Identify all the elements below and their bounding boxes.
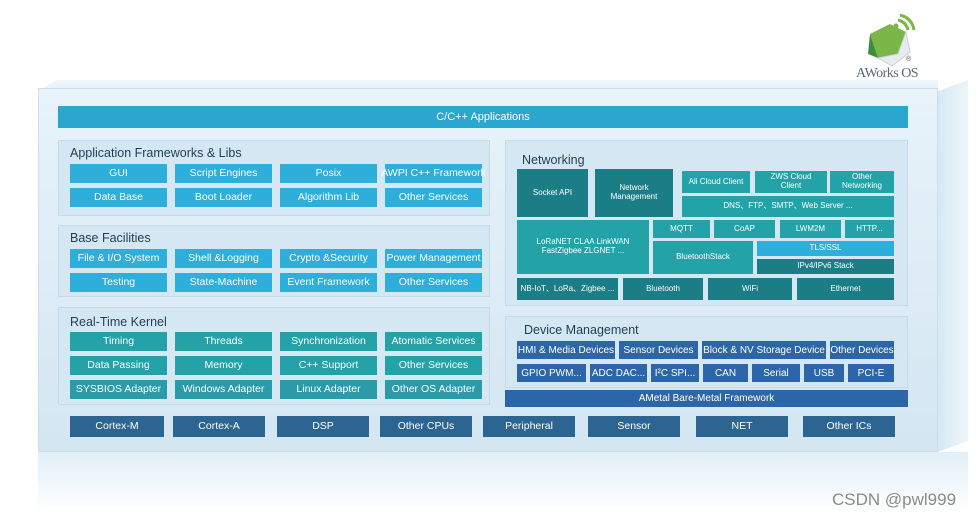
tls-ssl-cell: TLS/SSL: [757, 241, 894, 256]
bluetooth-cell: Bluetooth: [623, 278, 703, 300]
ethernet-cell: Ethernet: [797, 278, 894, 300]
registered-mark: ®: [906, 56, 912, 63]
kernel-cell: Timing: [70, 332, 167, 351]
bluetooth-stack-cell: BluetoothStack: [653, 241, 753, 274]
socket-api-cell: Socket API: [517, 169, 588, 217]
frameworks-title: Application Frameworks & Libs: [70, 146, 242, 160]
http-cell: HTTP...: [845, 220, 894, 238]
base-cell: Shell &Logging: [175, 249, 272, 268]
base-cell: State-Machine: [175, 273, 272, 292]
kernel-cell: C++ Support: [280, 356, 377, 375]
device-cell: Sensor Devices: [619, 341, 698, 359]
device-cell: Serial: [752, 364, 800, 382]
device-cell: USB: [804, 364, 844, 382]
aworks-logo-icon: [868, 13, 916, 67]
kernel-cell: Threads: [175, 332, 272, 351]
applications-bar: C/C++ Applications: [58, 106, 908, 128]
kernel-adapter-cell: Linux Adapter: [280, 380, 377, 399]
mqtt-cell: MQTT: [653, 220, 710, 238]
networking-title: Networking: [522, 153, 585, 167]
ipv-stack-cell: IPv4/IPv6 Stack: [757, 259, 894, 274]
hardware-cell: NET: [696, 416, 788, 437]
device-cell: I²C SPI...: [651, 364, 699, 382]
hardware-cell: Cortex-M: [70, 416, 164, 437]
frameworks-cell: Other Services: [385, 188, 482, 207]
aworks-logo: ® AWorks OS: [856, 13, 928, 84]
base-cell: Event Framework: [280, 273, 377, 292]
device-management-panel: Device Management HMI & Media Devices Se…: [505, 316, 908, 388]
kernel-title: Real-Time Kernel: [70, 315, 167, 329]
network-management-cell: Network Management: [595, 169, 673, 217]
device-cell: CAN: [703, 364, 748, 382]
frameworks-panel: Application Frameworks & Libs GUI Script…: [58, 140, 490, 216]
device-cell: Other Devices: [830, 341, 894, 359]
frameworks-cell: AWPI C++ Framework: [381, 164, 486, 183]
nb-iot-cell: NB-IoT、LoRa、Zigbee ...: [517, 278, 618, 300]
frameworks-cell: Boot Loader: [175, 188, 272, 207]
zws-cloud-cell: ZWS Cloud Client: [755, 171, 827, 193]
kernel-adapter-cell: Other OS Adapter: [385, 380, 482, 399]
kernel-adapter-cell: SYSBIOS Adapter: [70, 380, 167, 399]
frameworks-cell: Algorithm Lib: [280, 188, 377, 207]
base-cell: Power Management: [385, 249, 482, 268]
networking-panel: Networking Socket API Network Management…: [505, 140, 908, 306]
ali-cloud-cell: Ali Cloud Client: [682, 171, 750, 193]
device-cell: Block & NV Storage Device: [702, 341, 826, 359]
lwm2m-cell: LWM2M: [780, 220, 841, 238]
frameworks-cell: Posix: [280, 164, 377, 183]
lora-protocols-cell: LoRaNET CLAA LinkWAN FastZigbee ZLGNET .…: [517, 220, 649, 274]
device-cell: ADC DAC...: [590, 364, 647, 382]
hardware-cell: Cortex-A: [173, 416, 265, 437]
base-cell: Other Services: [385, 273, 482, 292]
hardware-cell: Sensor: [588, 416, 680, 437]
device-management-title: Device Management: [524, 323, 639, 337]
csdn-watermark: CSDN @pwl999: [832, 490, 957, 509]
ametal-bar: AMetal Bare-Metal Framework: [505, 390, 908, 407]
stack-box-side: [938, 80, 968, 452]
frameworks-cell: Data Base: [70, 188, 167, 207]
kernel-cell: Synchronization: [280, 332, 377, 351]
hardware-cell: Peripheral: [483, 416, 575, 437]
kernel-cell: Atomatic Services: [385, 332, 482, 351]
logo-brand-text: AWorks OS: [856, 66, 919, 81]
base-cell: File & I/O System: [70, 249, 167, 268]
device-cell: PCI-E: [848, 364, 894, 382]
hardware-cell: Other ICs: [803, 416, 895, 437]
kernel-adapter-cell: Windows Adapter: [175, 380, 272, 399]
base-facilities-panel: Base Facilities File & I/O System Shell …: [58, 225, 490, 297]
base-facilities-title: Base Facilities: [70, 231, 151, 245]
kernel-cell: Memory: [175, 356, 272, 375]
base-cell: Crypto &Security: [280, 249, 377, 268]
dns-ftp-cell: DNS、FTP、SMTP、Web Server ...: [682, 196, 894, 217]
frameworks-cell: Script Engines: [175, 164, 272, 183]
stack-reflection: [38, 452, 968, 512]
kernel-panel: Real-Time Kernel Timing Threads Synchron…: [58, 307, 490, 405]
hardware-cell: DSP: [277, 416, 369, 437]
base-cell: Testing: [70, 273, 167, 292]
wifi-cell: WiFi: [708, 278, 792, 300]
kernel-cell: Other Services: [385, 356, 482, 375]
other-networking-cell: Other Networking: [830, 171, 894, 193]
device-cell: GPIO PWM...: [517, 364, 586, 382]
coap-cell: CoAP: [714, 220, 775, 238]
hardware-cell: Other CPUs: [380, 416, 472, 437]
device-cell: HMI & Media Devices: [517, 341, 615, 359]
kernel-cell: Data Passing: [70, 356, 167, 375]
frameworks-cell: GUI: [70, 164, 167, 183]
